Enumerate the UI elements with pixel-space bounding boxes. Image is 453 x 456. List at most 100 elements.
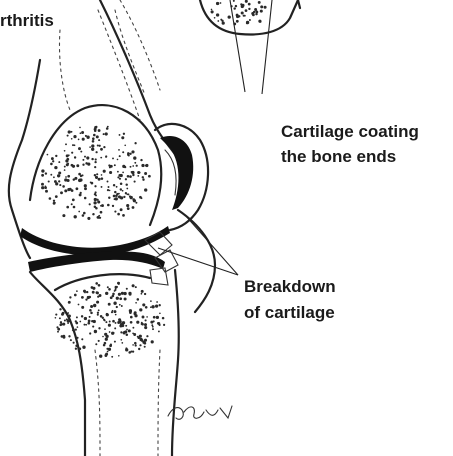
stipple-dot — [136, 321, 139, 324]
stipple-dot — [141, 164, 144, 167]
stipple-dot — [94, 198, 97, 201]
stipple-dot — [135, 302, 137, 304]
stipple-dot — [74, 294, 77, 297]
leader-cartilage-coating-2 — [262, 0, 272, 94]
stipple-dot — [126, 329, 128, 331]
stipple-dot — [102, 317, 104, 319]
stipple-dot — [236, 14, 239, 17]
stipple-dot — [80, 175, 82, 177]
stipple-dot — [142, 316, 145, 319]
stipple-dot — [64, 178, 67, 181]
stipple-dot — [111, 356, 113, 358]
stipple-dot — [118, 149, 120, 151]
stipple-dot — [101, 177, 104, 180]
stipple-dot — [111, 311, 113, 313]
stipple-dot — [102, 336, 104, 338]
stipple-dot — [45, 172, 47, 174]
stipple-dot — [71, 152, 73, 154]
stipple-dot — [96, 301, 99, 304]
stipple-dot — [85, 298, 87, 300]
stipple-dot — [152, 326, 154, 328]
stipple-dot — [122, 172, 124, 174]
stipple-dot — [101, 186, 103, 188]
stipple-dot — [260, 10, 263, 13]
stipple-dot — [233, 0, 235, 2]
stipple-dot — [138, 348, 140, 350]
stipple-dot — [236, 20, 239, 23]
stipple-dot — [110, 344, 112, 346]
stipple-dot — [150, 306, 152, 308]
stipple-dot — [133, 156, 136, 159]
stipple-dot — [65, 176, 67, 178]
stipple-dot — [105, 155, 107, 157]
stipple-dot — [87, 322, 90, 325]
stipple-dot — [114, 211, 116, 213]
stipple-dot — [115, 288, 117, 290]
stipple-dot — [128, 351, 131, 354]
stipple-dot — [118, 195, 121, 198]
stipple-dot — [241, 4, 244, 7]
stipple-dot — [95, 158, 97, 160]
stipple-dot — [146, 316, 148, 318]
stipple-dot — [99, 145, 101, 147]
stipple-dot — [155, 305, 158, 308]
stipple-dot — [63, 336, 66, 339]
stipple-dot — [131, 150, 134, 153]
stipple-dot — [214, 17, 216, 19]
stipple-dot — [156, 316, 159, 319]
stipple-dot — [113, 184, 115, 186]
stipple-dot — [87, 296, 90, 299]
stipple-dot — [117, 159, 119, 161]
stipple-dot — [116, 297, 119, 300]
stipple-dot — [98, 129, 101, 132]
stipple-dot — [108, 186, 110, 188]
stipple-dot — [72, 144, 74, 146]
femur-stippling — [41, 126, 151, 220]
stipple-dot — [121, 292, 124, 295]
stipple-dot — [130, 166, 132, 168]
stipple-dot — [75, 328, 77, 330]
stipple-dot — [100, 148, 103, 151]
stipple-dot — [59, 184, 61, 186]
stipple-dot — [64, 319, 66, 321]
stipple-dot — [80, 132, 82, 134]
stipple-dot — [84, 324, 86, 326]
stipple-dot — [124, 144, 126, 146]
stipple-dot — [211, 9, 213, 11]
stipple-dot — [93, 134, 96, 137]
stipple-dot — [92, 291, 95, 294]
stipple-dot — [109, 171, 112, 174]
stipple-dot — [248, 3, 251, 6]
stipple-dot — [76, 316, 78, 318]
stipple-dot — [90, 312, 93, 315]
stipple-dot — [95, 343, 97, 345]
stipple-dot — [103, 146, 105, 148]
stipple-dot — [73, 135, 76, 138]
stipple-dot — [78, 304, 80, 306]
stipple-dot — [64, 189, 67, 192]
stipple-dot — [245, 0, 248, 3]
stipple-dot — [119, 304, 121, 306]
stipple-dot — [53, 176, 55, 178]
stipple-dot — [144, 323, 147, 326]
stipple-dot — [75, 320, 77, 322]
stipple-dot — [92, 137, 95, 140]
stipple-dot — [55, 155, 57, 157]
stipple-dot — [56, 326, 58, 328]
stipple-dot — [141, 293, 143, 295]
stipple-dot — [84, 317, 87, 320]
stipple-dot — [103, 133, 105, 135]
stipple-dot — [75, 348, 77, 350]
stipple-dot — [100, 211, 103, 214]
stipple-dot — [122, 321, 125, 324]
stipple-dot — [100, 157, 102, 159]
stipple-dot — [241, 11, 244, 14]
tibia — [30, 270, 179, 456]
stipple-dot — [248, 8, 250, 10]
stipple-dot — [62, 214, 65, 217]
cartilage-bands — [20, 226, 170, 272]
stipple-dot — [220, 2, 222, 4]
stipple-dot — [71, 203, 73, 205]
upper-fragment-stippling — [211, 0, 267, 25]
stipple-dot — [144, 342, 147, 345]
